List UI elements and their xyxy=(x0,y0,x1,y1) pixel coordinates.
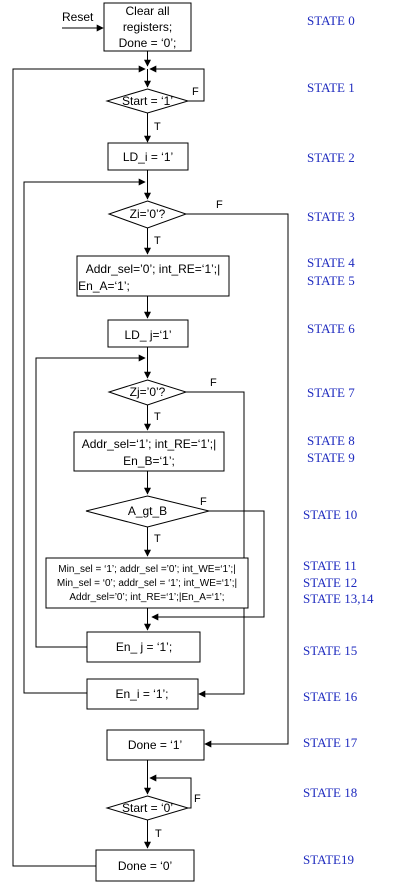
svg-text:Zi=’0’?: Zi=’0’? xyxy=(130,207,166,221)
state-label: STATE 17 xyxy=(303,735,358,750)
edge-s15-s7 xyxy=(35,354,146,648)
svg-text:En_i = ‘1’;: En_i = ‘1’; xyxy=(115,687,168,701)
svg-text:Addr_sel=’0’; int_RE=‘1’;|En_A: Addr_sel=’0’; int_RE=‘1’;|En_A=‘1’; xyxy=(69,592,224,603)
reset-input: Reset xyxy=(62,10,104,32)
svg-text:Start = ‘1’: Start = ‘1’ xyxy=(122,94,173,108)
label-zj-f: F xyxy=(210,377,217,389)
node-en-j: En_ j = ‘1’; xyxy=(86,631,201,663)
svg-text:Done = ‘0’;: Done = ‘0’; xyxy=(119,36,177,50)
edge-s19-s1 xyxy=(12,65,146,867)
svg-text:Min_sel = ‘0’; addr_sel = ‘1’;: Min_sel = ‘0’; addr_sel = ‘1’; int_WE=‘1… xyxy=(57,578,237,589)
label-start0-t: T xyxy=(155,828,162,840)
svg-text:LD_ j=‘1’: LD_ j=‘1’ xyxy=(124,328,171,342)
state-label: STATE 4 xyxy=(307,255,355,270)
svg-text:Start = ‘0’: Start = ‘0’ xyxy=(122,801,173,815)
label-zi-f: F xyxy=(216,199,223,211)
edge-s16-s3 xyxy=(23,178,146,694)
node-ld-j: LD_ j=‘1’ xyxy=(107,319,189,348)
edge-zj-false xyxy=(186,391,245,698)
state-labels: STATE 0 STATE 1 STATE 2 STATE 3 STATE 4 … xyxy=(303,13,374,867)
svg-text:Addr_sel=‘1’; int_RE=‘1’;|: Addr_sel=‘1’; int_RE=‘1’;| xyxy=(82,437,217,451)
state-label: STATE 2 xyxy=(307,150,355,165)
svg-text:Min_sel = ‘1’; addr_sel =’0’;: Min_sel = ‘1’; addr_sel =’0’; int_WE=‘1’… xyxy=(58,564,235,575)
node-en-i: En_i = ‘1’; xyxy=(86,678,199,710)
edge-zi-false xyxy=(186,213,289,748)
node-state-11-14: Min_sel = ‘1’; addr_sel =’0’; int_WE=‘1’… xyxy=(45,557,249,609)
node-state-8-9: Addr_sel=‘1’; int_RE=‘1’;| En_B=‘1’; xyxy=(73,431,225,472)
state-label: STATE 8 xyxy=(307,433,355,448)
svg-text:A_gt_B: A_gt_B xyxy=(128,504,167,518)
edge-start0-false xyxy=(149,774,192,809)
svg-text:En_B=‘1’;: En_B=‘1’; xyxy=(123,454,175,468)
node-state-4-5: Addr_sel=’0’; int_RE=‘1’;| En_A=‘1’; xyxy=(76,255,230,297)
svg-text:En_A=‘1’;: En_A=‘1’; xyxy=(78,279,130,293)
label-start1-f: F xyxy=(192,86,199,98)
label-start0-f: F xyxy=(194,793,201,805)
state-label: STATE 18 xyxy=(303,785,357,800)
svg-text:Clear all: Clear all xyxy=(125,4,169,18)
node-clear-registers: Clear all registers; Done = ‘0’; xyxy=(103,2,192,52)
state-label: STATE 5 xyxy=(307,273,355,288)
state-label: STATE 6 xyxy=(307,321,355,336)
state-label: STATE 15 xyxy=(303,643,357,658)
label-zi-t: T xyxy=(154,235,161,247)
decision-a-gt-b: A_gt_B xyxy=(85,495,210,528)
state-label: STATE 11 xyxy=(303,558,357,573)
svg-text:registers;: registers; xyxy=(123,20,172,34)
state-label: STATE 10 xyxy=(303,507,357,522)
edge-agtb-false xyxy=(151,510,265,621)
state-label: STATE 16 xyxy=(303,689,358,704)
svg-text:En_ j = ‘1’;: En_ j = ‘1’; xyxy=(116,640,172,654)
decision-start0: Start = ‘0’ xyxy=(105,795,190,821)
edge-start1-false xyxy=(149,65,205,102)
label-agtb-t: T xyxy=(154,533,161,545)
node-done-0: Done = ‘0’ xyxy=(95,849,195,882)
decision-zi: Zi=’0’? xyxy=(107,200,188,229)
decision-zj: Zj=’0’? xyxy=(107,379,188,406)
node-ld-i: LD_i = ‘1’ xyxy=(107,142,189,171)
state-label: STATE 1 xyxy=(307,80,355,95)
label-start1-t: T xyxy=(154,121,161,133)
svg-text:Zj=’0’?: Zj=’0’? xyxy=(130,385,166,399)
state-label: STATE 13,14 xyxy=(303,591,374,606)
svg-text:Done = ‘0’: Done = ‘0’ xyxy=(118,859,172,873)
svg-text:Addr_sel=’0’; int_RE=‘1’;|: Addr_sel=’0’; int_RE=‘1’;| xyxy=(86,262,221,276)
state-label: STATE 3 xyxy=(307,209,355,224)
svg-text:Done = ‘1’: Done = ‘1’ xyxy=(128,738,182,752)
label-zj-t: T xyxy=(154,411,161,423)
label-agtb-f: F xyxy=(200,496,207,508)
reset-label: Reset xyxy=(62,10,94,24)
state-label: STATE 12 xyxy=(303,575,357,590)
state-label: STATE19 xyxy=(303,852,354,867)
state-label: STATE 9 xyxy=(307,450,355,465)
state-label: STATE 7 xyxy=(307,385,355,400)
decision-start1: Start = ‘1’ xyxy=(105,88,190,114)
node-done-1: Done = ‘1’ xyxy=(106,729,205,761)
svg-text:LD_i = ‘1’: LD_i = ‘1’ xyxy=(123,150,173,164)
state-label: STATE 0 xyxy=(307,13,355,28)
